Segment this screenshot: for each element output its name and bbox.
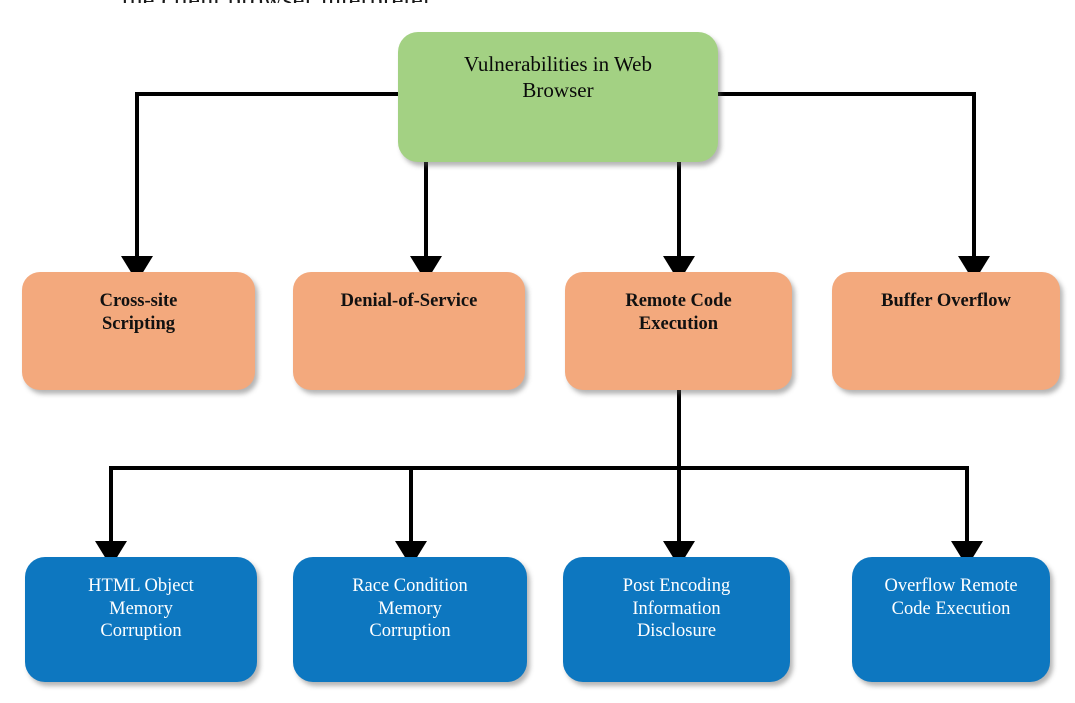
- node-cross-site-scripting[interactable]: Cross-site Scripting: [22, 272, 255, 390]
- node-label: Race Condition Memory Corruption: [352, 576, 468, 642]
- node-label: Overflow Remote Code Execution: [884, 576, 1018, 619]
- node-buffer-overflow[interactable]: Buffer Overflow: [832, 272, 1060, 390]
- node-denial-of-service[interactable]: Denial-of-Service: [293, 272, 525, 390]
- node-root-label: Vulnerabilities in Web Browser: [464, 52, 652, 102]
- page-header-text: the client browser interpreter.: [122, 0, 742, 3]
- node-root-vulnerabilities-in-web-browser[interactable]: Vulnerabilities in Web Browser: [398, 32, 718, 162]
- node-label: Denial-of-Service: [340, 291, 478, 311]
- node-html-object-memory-corruption[interactable]: HTML Object Memory Corruption: [25, 557, 257, 682]
- node-post-encoding-information-disclosure[interactable]: Post Encoding Information Disclosure: [563, 557, 790, 682]
- connector-rce-to-level2: [95, 390, 983, 567]
- node-label: Post Encoding Information Disclosure: [622, 576, 731, 642]
- node-label: Cross-site Scripting: [99, 291, 178, 334]
- node-label: HTML Object Memory Corruption: [88, 576, 194, 642]
- node-label: Remote Code Execution: [625, 291, 732, 334]
- node-overflow-remote-code-execution[interactable]: Overflow Remote Code Execution: [852, 557, 1050, 682]
- node-remote-code-execution[interactable]: Remote Code Execution: [565, 272, 792, 390]
- node-label: Buffer Overflow: [881, 291, 1011, 311]
- node-race-condition-memory-corruption[interactable]: Race Condition Memory Corruption: [293, 557, 527, 682]
